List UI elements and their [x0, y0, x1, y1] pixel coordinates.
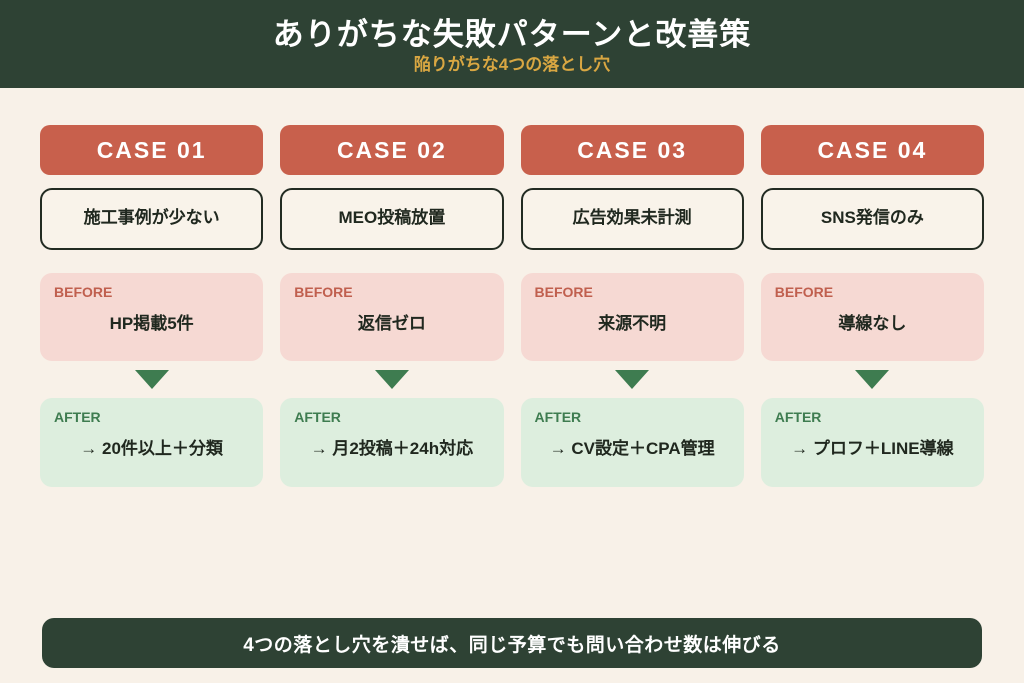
case-01-header: CASE 01 — [40, 125, 264, 175]
down-arrow-icon — [615, 370, 650, 389]
case-04-after-value: → プロフ＋LINE導線 — [791, 439, 954, 458]
case-01-before-value: HP掲載5件 — [109, 314, 194, 333]
after-label: AFTER — [294, 409, 341, 425]
case-04-after-box: AFTER → プロフ＋LINE導線 — [760, 398, 984, 487]
case-column-1: CASE 01 施工事例が少ない BEFORE HP掲載5件 AFTER → 2… — [40, 125, 264, 487]
case-03-after-value: → CV設定＋CPA管理 — [549, 439, 715, 458]
case-04-before-box: BEFORE 導線なし — [760, 273, 984, 361]
before-label: BEFORE — [534, 284, 593, 300]
case-02-problem: MEO投稿放置 — [280, 188, 504, 250]
down-arrow-icon — [134, 370, 169, 389]
case-01-after-box: AFTER → 20件以上＋分類 — [40, 398, 264, 487]
case-03-before-value: 来源不明 — [598, 314, 667, 333]
arrow-zone — [280, 361, 503, 398]
case-column-4: CASE 04 SNS発信のみ BEFORE 導線なし AFTER → プロフ＋… — [760, 125, 984, 487]
case-02-after-box: AFTER → 月2投稿＋24h対応 — [280, 398, 504, 487]
before-label: BEFORE — [774, 284, 834, 300]
page-subtitle: 陥りがちな4つの落とし穴 — [413, 55, 611, 74]
case-01-before-box: BEFORE HP掲載5件 — [40, 273, 264, 361]
down-arrow-icon — [855, 370, 890, 389]
case-02-after-value: → 月2投稿＋24h対応 — [310, 439, 474, 458]
page-title: ありがちな失敗パターンと改善策 — [272, 17, 752, 52]
footer-conclusion-banner: 4つの落とし穴を潰せば、同じ予算でも問い合わせ数は伸びる — [42, 618, 982, 668]
after-label: AFTER — [774, 409, 822, 425]
arrow-zone — [40, 361, 263, 398]
case-04-header: CASE 04 — [760, 125, 984, 175]
case-03-after-box: AFTER → CV設定＋CPA管理 — [520, 398, 744, 487]
case-grid: CASE 01 施工事例が少ない BEFORE HP掲載5件 AFTER → 2… — [40, 125, 984, 487]
before-label: BEFORE — [54, 284, 113, 300]
arrow-zone — [521, 361, 744, 398]
case-02-before-box: BEFORE 返信ゼロ — [280, 273, 504, 361]
case-01-after-value: → 20件以上＋分類 — [80, 439, 223, 458]
case-04-before-value: 導線なし — [838, 314, 907, 333]
case-02-header: CASE 02 — [280, 125, 504, 175]
case-03-before-box: BEFORE 来源不明 — [520, 273, 744, 361]
case-column-2: CASE 02 MEO投稿放置 BEFORE 返信ゼロ AFTER → 月2投稿… — [280, 125, 504, 487]
header-banner: ありがちな失敗パターンと改善策 陥りがちな4つの落とし穴 — [0, 0, 1024, 88]
case-02-before-value: 返信ゼロ — [357, 314, 426, 333]
before-label: BEFORE — [294, 284, 353, 300]
arrow-zone — [761, 361, 984, 398]
case-03-problem: 広告効果未計測 — [520, 188, 744, 250]
case-column-3: CASE 03 広告効果未計測 BEFORE 来源不明 AFTER → CV設定… — [520, 125, 744, 487]
case-04-problem: SNS発信のみ — [760, 188, 984, 250]
after-label: AFTER — [534, 409, 582, 425]
after-label: AFTER — [54, 409, 101, 425]
case-01-problem: 施工事例が少ない — [40, 188, 264, 250]
down-arrow-icon — [374, 370, 409, 389]
case-03-header: CASE 03 — [520, 125, 744, 175]
